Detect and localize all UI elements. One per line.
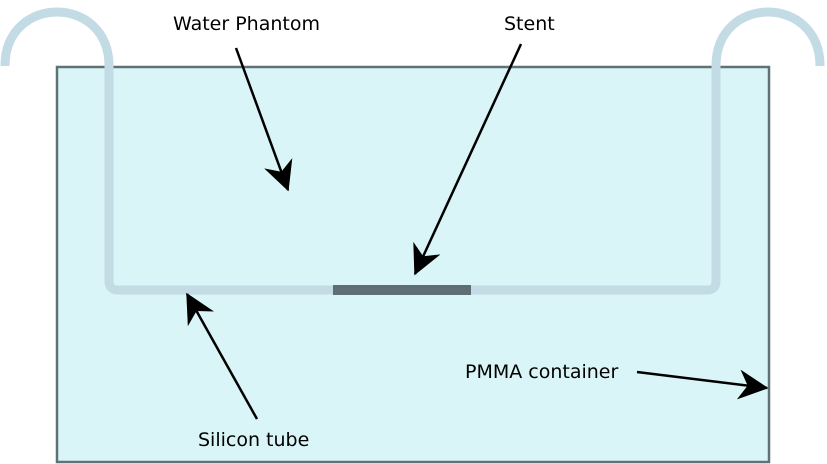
pmma-container-label: PMMA container <box>465 361 618 383</box>
stent-label: Stent <box>504 13 555 35</box>
pmma-container-arrow <box>636 369 769 400</box>
pmma-container <box>55 65 771 464</box>
stent <box>333 285 471 295</box>
water-phantom-arrow <box>234 47 293 192</box>
silicon-tube-label: Silicon tube <box>198 429 309 451</box>
stent-arrow <box>413 43 523 276</box>
water-phantom-label: Water Phantom <box>173 13 320 35</box>
silicon-tube-arrow <box>185 292 259 420</box>
